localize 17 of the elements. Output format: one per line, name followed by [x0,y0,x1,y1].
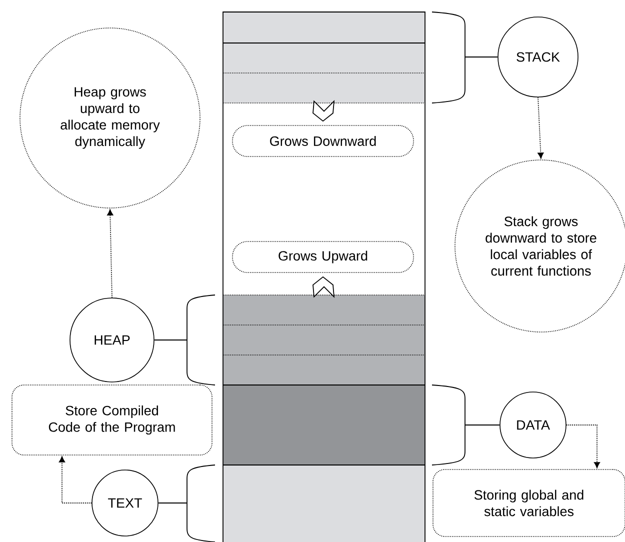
note-pill: Grows Upward [232,241,414,273]
memory-segment [223,385,425,465]
memory-segment [223,12,425,103]
memory-segment [223,465,425,542]
note-box: Store Compiled Code of the Program [12,384,212,456]
bracket-connector [432,384,500,466]
chevron-arrow [312,276,335,298]
arrow [566,424,600,468]
arrow [538,96,544,159]
bracket-connector [154,294,216,386]
note-pill: Grows Downward [232,125,414,157]
memory-segment [223,295,425,385]
arrow [107,209,114,298]
bracket-connector [432,12,498,104]
arrow [58,456,92,504]
chevron-arrow [312,100,335,122]
note-box: Storing global and static variables [432,469,625,537]
